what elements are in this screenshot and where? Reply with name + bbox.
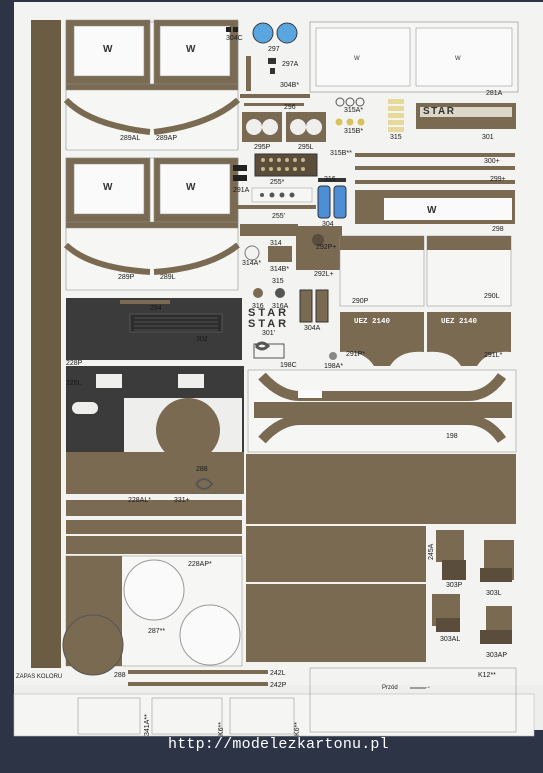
part-label: 316A [272,303,289,310]
part-label: 288 [114,672,126,679]
part-label: 314B* [270,266,290,273]
part-label: 255' [272,213,286,220]
part-label: 316 [252,303,264,310]
part-label: 297A [282,61,299,68]
part-label: 315B** [330,150,352,157]
part-label: 288 [196,466,208,473]
part-label: K12** [478,672,496,679]
part-label: 302 [196,336,208,343]
part-label: 289AP [156,135,178,142]
window-mark: W [103,44,113,55]
part-label: 228AP* [188,561,212,568]
part-label: 301' [262,330,276,337]
part-label: 228L [66,380,82,387]
part-label: 228AL* [128,497,151,504]
part-label: 316 [324,176,336,183]
part-label: 228P [66,360,83,367]
part-label: 287** [148,628,166,635]
part-label: 242P [270,682,287,689]
window-mark: W [186,182,196,193]
part-label: 242L [270,670,286,677]
window-mark: W [103,182,113,193]
part-label: 292P+ [316,244,337,251]
color-spine [31,20,61,668]
stock-label: ZAPAS KOLORU [16,674,63,680]
part-label: 304B* [280,82,300,89]
part-label: 314A* [242,260,262,267]
window-mark: W [186,44,196,55]
part-label: 290P [352,298,369,305]
part-label: K6** [218,721,225,736]
part-label: 304A [304,325,321,332]
part-label: 341A** [144,714,151,736]
brand-text: STAR [248,318,290,330]
part-label: 315B* [344,128,364,135]
part-label: 303L [486,590,502,597]
part-label: 295L [298,144,314,151]
part-label: 296 [284,104,296,111]
website-url: http://modelezkartonu.pl [168,736,389,753]
part-label: 245A [428,543,435,560]
part-label: 294 [150,305,162,312]
part-label: 301 [482,134,494,141]
part-label: K6** [294,721,301,736]
part-label: 297 [268,46,280,53]
brand-badge-text: STAR [423,106,456,117]
part-label: 291A [233,187,250,194]
part-label: 303AL [440,636,461,643]
part-label: 304C [226,35,243,42]
part-label: 198C [280,362,297,369]
part-label: 315 [272,278,284,285]
part-label: 289L [160,274,176,281]
part-label: 314 [270,240,282,247]
arrow-right-icon: → [425,684,431,690]
part-label: 198A* [324,363,344,370]
part-label: 291L* [484,352,503,359]
part-label: 289AL [120,135,141,142]
part-label: 303AP [486,652,508,659]
part-281a [309,21,519,93]
part-label: 255* [270,179,285,186]
part-289a [63,19,240,151]
brand-text: STAR [248,307,290,319]
direction-label: Przód [382,685,398,691]
part-label: 315 [390,134,402,141]
part-label: 300+ [484,158,500,165]
part-label: 304 [322,221,334,228]
part-label: 198 [446,433,458,440]
part-label: 298 [492,226,504,233]
part-label: 292L+ [314,271,334,278]
window-mark: W [427,205,437,216]
plate-text: UEZ 2140 [354,318,391,326]
part-label: 315A* [344,107,364,114]
part-label: 291P* [346,351,366,358]
window-mark: W [354,56,360,62]
part-label: 303P [446,582,463,589]
window-mark: W [455,56,461,62]
part-label: 290L [484,293,500,300]
part-label: 331+ [174,497,190,504]
part-label: 281A [486,90,503,97]
part-label: 289P [118,274,135,281]
part-label: 299+ [490,176,506,183]
plate-text: UEZ 2140 [441,318,478,326]
part-289 [63,157,240,291]
part-label: 295P [254,144,271,151]
